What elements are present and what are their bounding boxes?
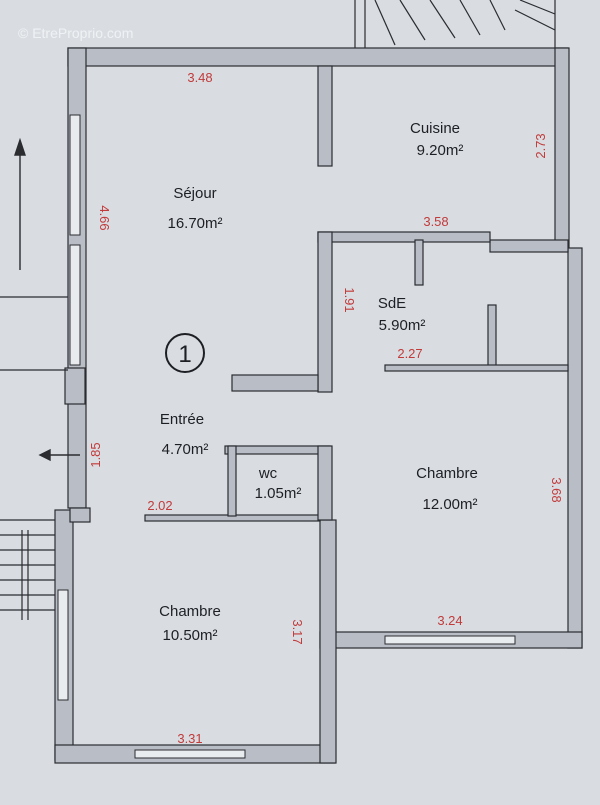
dim-sejour-width: 3.48 [187,70,212,85]
dim-chambre-left-width: 3.31 [177,731,202,746]
dim-sejour-depth: 4.66 [97,205,112,230]
room-name-cuisine: Cuisine [410,120,460,137]
dim-cuisine-width: 3.58 [423,214,448,229]
dim-chambre-left-depth: 3.17 [290,619,305,644]
room-name-entree: Entrée [160,411,204,428]
room-name-sejour: Séjour [173,185,216,202]
room-name-chambre-right: Chambre [416,465,478,482]
dim-chambre-right-width: 3.24 [437,613,462,628]
dim-cuisine-depth: 2.73 [533,133,548,158]
windows [57,114,516,759]
room-area-sde: 5.90m² [379,317,426,334]
room-area-wc: 1.05m² [255,485,302,502]
room-area-chambre-left: 10.50m² [162,627,217,644]
dim-chambre-right-depth: 3.68 [549,477,564,502]
direction-arrows [14,137,80,462]
room-name-chambre-left: Chambre [159,603,221,620]
room-area-chambre-right: 12.00m² [422,496,477,513]
room-area-cuisine: 9.20m² [417,142,464,159]
left-staircase [0,296,68,620]
walls [54,47,583,764]
watermark-text: © EtreProprio.com [18,25,133,41]
room-area-entree: 4.70m² [162,441,209,458]
dim-entree-width: 2.02 [147,498,172,513]
room-name-sde: SdE [378,295,406,312]
room-name-wc: wc [258,465,278,482]
top-staircase [354,0,556,48]
plan-marker-number: 1 [178,341,191,368]
room-area-sejour: 16.70m² [167,215,222,232]
plan-marker-circle [165,333,205,373]
dim-sde-width: 2.27 [397,346,422,361]
dim-entree-depth: 1.85 [88,442,103,467]
dim-sde-depth: 1.91 [342,287,357,312]
